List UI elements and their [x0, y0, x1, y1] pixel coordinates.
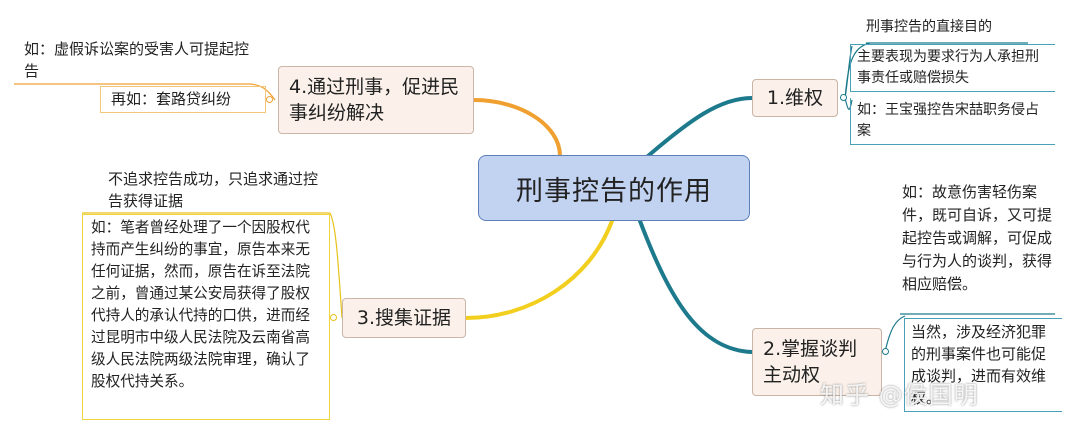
- collapse-toggle-icon[interactable]: [266, 96, 273, 103]
- branch-1-note-main: 主要表现为要求行为人承担刑事责任或赔偿损失: [850, 44, 1055, 92]
- branch-3-sub-connector: [329, 212, 343, 319]
- central-topic[interactable]: 刑事控告的作用: [478, 155, 750, 221]
- branch-1-note-example: 如：王宝强控告宋喆职务侵占案: [850, 98, 1055, 145]
- branch-node-2[interactable]: 2.掌握谈判主动权: [752, 328, 882, 396]
- branch-4-note-false-litigation: 如：虚假诉讼案的受害人可提起控告: [24, 40, 250, 80]
- branch-3-note-case: 如：笔者曾经处理了一个因股权代持而产生纠纷的事宜，原告本来无任何证据，然而，原告…: [82, 214, 330, 420]
- branch-node-4[interactable]: 4.通过刑事，促进民事纠纷解决: [278, 66, 474, 134]
- zhihu-watermark: 知乎 @侯国明: [820, 381, 979, 409]
- branch-node-1[interactable]: 1.维权: [752, 79, 838, 117]
- branch-4-sub-connector: [249, 83, 276, 101]
- branch-2-sub-connector-a: [884, 315, 906, 353]
- branch-3-note-purpose: 不追求控告成功，只追求通过控告获得证据: [108, 170, 319, 210]
- branch-2-note-economic: 当然，涉及经济犯罪的刑事案件也可能促成谈判，进而有效维权。: [904, 318, 1062, 412]
- branch-1-sub-connector-b: [844, 45, 853, 99]
- branch-2-curve: [638, 219, 754, 354]
- branch-4-note-routine-loan: 再如：套路贷纠纷: [100, 86, 266, 113]
- collapse-toggle-icon[interactable]: [840, 94, 847, 101]
- branch-1-sub-connector-c: [844, 97, 853, 110]
- branch-node-3[interactable]: 3.搜集证据: [342, 298, 466, 338]
- branch-2-note-example: 如：故意伤害轻伤案件，既可自诉，又可提起控告或调解，可促成与行为人的谈判，获得相…: [902, 183, 1053, 293]
- branch-3-curve: [464, 219, 614, 320]
- branch-4-curve: [472, 98, 562, 158]
- branch-1-note-direct-purpose: 刑事控告的直接目的: [866, 19, 992, 35]
- branch-1-curve: [646, 96, 754, 158]
- collapse-toggle-icon[interactable]: [882, 348, 889, 355]
- collapse-toggle-icon[interactable]: [330, 314, 337, 321]
